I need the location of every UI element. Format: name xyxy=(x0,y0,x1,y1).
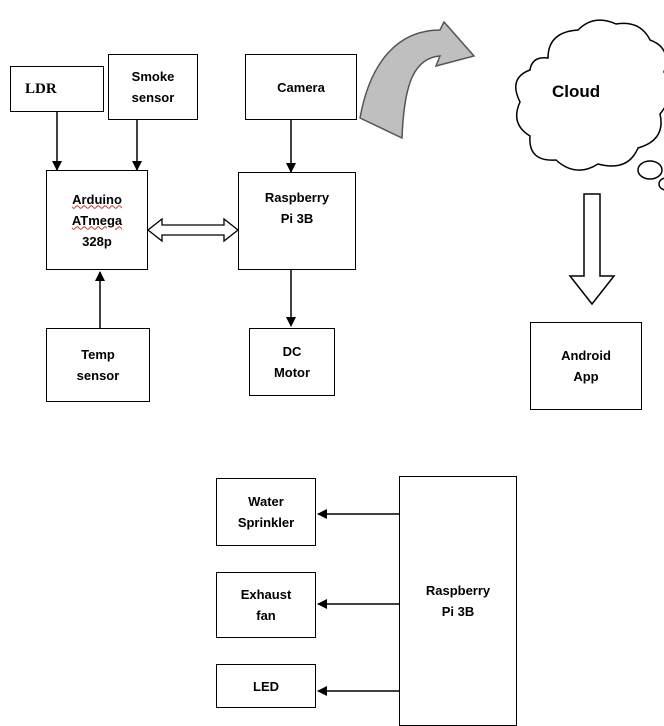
ldr-block: LDR xyxy=(10,66,104,112)
atmega-label: ATmega xyxy=(71,212,123,228)
cloud-to-android-arrow xyxy=(568,193,616,306)
curved-upload-arrow xyxy=(359,20,476,140)
android-app-block: Android App xyxy=(530,322,642,410)
smoke-sensor-block: Smoke sensor xyxy=(108,54,198,120)
bidirectional-arrow xyxy=(146,217,240,243)
led-block: LED xyxy=(216,664,316,708)
cloud-label: Cloud xyxy=(552,82,601,101)
cloud-shape xyxy=(515,19,664,191)
dc-motor-block: DC Motor xyxy=(249,328,335,396)
temp-sensor-block: Temp sensor xyxy=(46,328,150,402)
arduino-block: Arduino ATmega 328p xyxy=(46,170,148,270)
water-sprinkler-block: Water Sprinkler xyxy=(216,478,316,546)
camera-block: Camera xyxy=(245,54,357,120)
arduino-model-label: 328p xyxy=(82,233,112,249)
raspberry-pi-top-block: Raspberry Pi 3B xyxy=(238,172,356,270)
exhaust-fan-block: Exhaust fan xyxy=(216,572,316,638)
raspberry-pi-bottom-block: Raspberry Pi 3B xyxy=(399,476,517,726)
arduino-label: Arduino xyxy=(72,191,122,207)
